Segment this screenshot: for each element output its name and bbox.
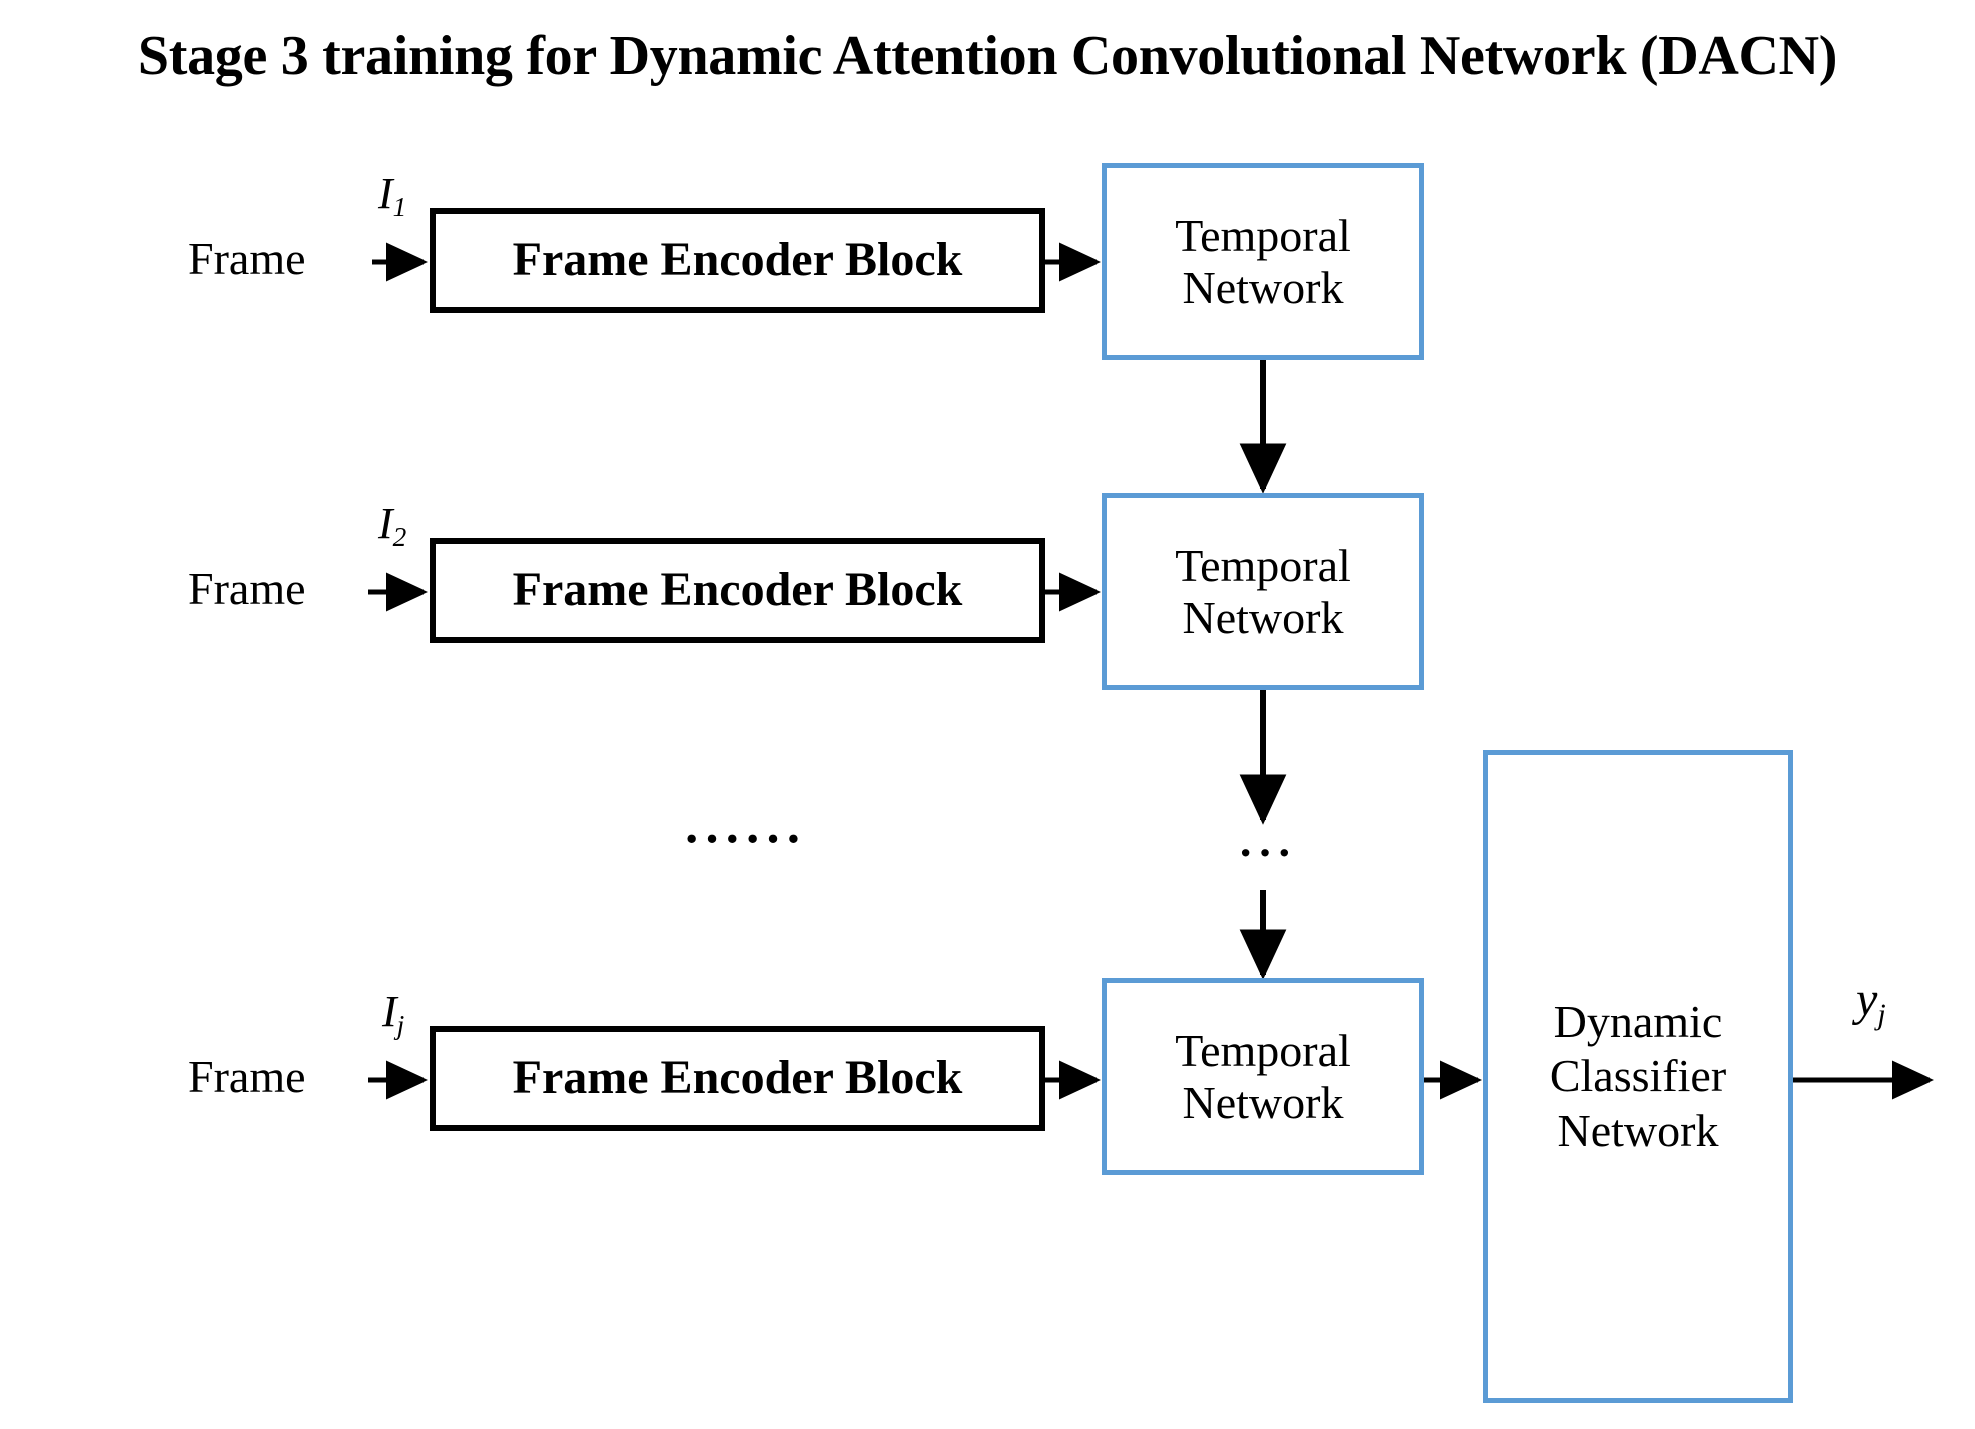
temporal-network-block-1[interactable]: Temporal Network [1102, 163, 1424, 360]
temporal-network-label-3-line1: Temporal [1175, 1024, 1351, 1076]
temporal-network-label-3: Temporal Network [1175, 1025, 1351, 1128]
input-subscript-3: j [396, 1010, 405, 1041]
input-subscript-1: 1 [392, 192, 407, 223]
frame-input-label-3: Frame [188, 1051, 306, 1102]
dynamic-classifier-network-label-line3: Network [1557, 1104, 1719, 1156]
temporal-network-label-2: Temporal Network [1175, 540, 1351, 643]
dynamic-classifier-network-label: Dynamic Classifier Network [1550, 995, 1726, 1158]
temporal-network-label-1-line1: Temporal [1175, 209, 1351, 261]
page-title: Stage 3 training for Dynamic Attention C… [137, 25, 1838, 87]
input-symbol-1: I [378, 169, 393, 218]
input-symbol-label-3: Ij [382, 986, 404, 1041]
temporal-network-label-1: Temporal Network [1175, 210, 1351, 313]
frame-encoder-block-label-2: Frame Encoder Block [512, 563, 963, 617]
rows-ellipsis: ······ [683, 811, 806, 868]
dynamic-classifier-network-label-line1: Dynamic [1553, 996, 1723, 1048]
temporal-network-block-2[interactable]: Temporal Network [1102, 493, 1424, 690]
frame-encoder-block-label-3: Frame Encoder Block [512, 1051, 963, 1105]
dynamic-classifier-network-label-line2: Classifier [1549, 1050, 1727, 1102]
input-symbol-label-2: I2 [378, 498, 406, 553]
output-symbol: y [1856, 973, 1878, 1026]
output-symbol-label: yj [1856, 972, 1886, 1032]
input-symbol-2: I [378, 499, 393, 548]
temporal-network-label-1-line2: Network [1182, 261, 1344, 313]
output-subscript: j [1877, 997, 1886, 1031]
frame-encoder-block-2[interactable]: Frame Encoder Block [430, 538, 1045, 643]
temporal-network-label-2-line2: Network [1182, 591, 1344, 643]
input-symbol-3: I [382, 987, 397, 1036]
frame-input-label-2: Frame [188, 563, 306, 614]
input-symbol-label-1: I1 [378, 168, 406, 223]
temporal-chain-ellipsis: ··· [1238, 827, 1297, 878]
temporal-network-block-3[interactable]: Temporal Network [1102, 978, 1424, 1175]
frame-encoder-block-3[interactable]: Frame Encoder Block [430, 1026, 1045, 1131]
frame-encoder-block-1[interactable]: Frame Encoder Block [430, 208, 1045, 313]
input-subscript-2: 2 [392, 522, 407, 553]
frame-input-label-1: Frame [188, 233, 306, 284]
dynamic-classifier-network-block[interactable]: Dynamic Classifier Network [1483, 750, 1793, 1403]
temporal-network-label-2-line1: Temporal [1175, 539, 1351, 591]
frame-encoder-block-label-1: Frame Encoder Block [512, 233, 963, 287]
temporal-network-label-3-line2: Network [1182, 1076, 1344, 1128]
